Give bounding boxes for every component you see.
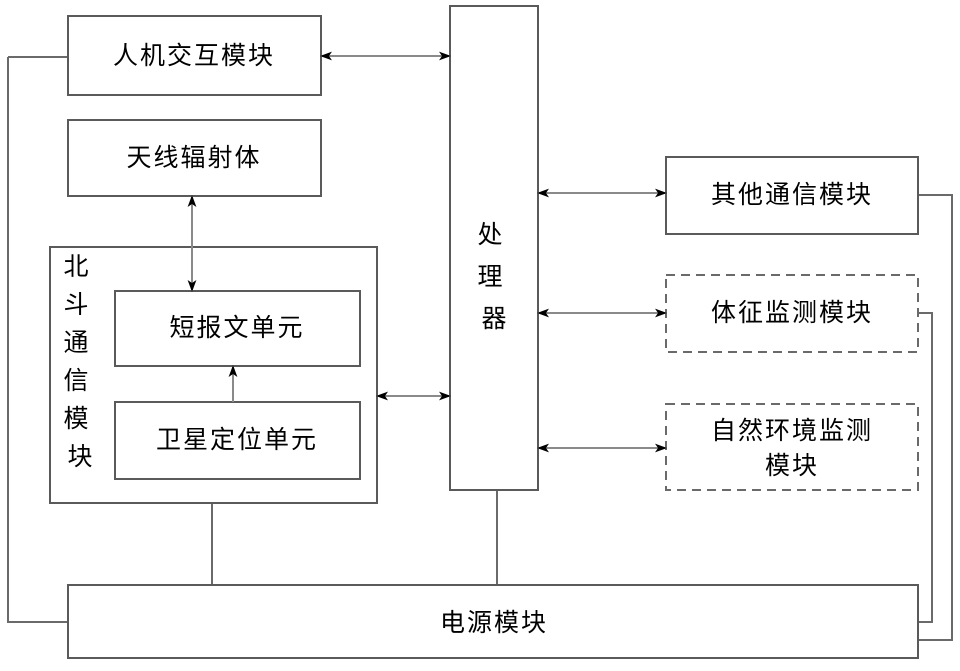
label-satellite-positioning-unit: 卫星定位单元: [156, 425, 318, 454]
block-human-machine-interaction[interactable]: [67, 15, 322, 96]
block-other-communication-module[interactable]: [665, 156, 919, 235]
block-short-message-unit[interactable]: [114, 290, 361, 367]
power-rail-left: [7, 57, 68, 623]
processor-char-0: 处: [478, 220, 503, 249]
beidou-char-5: 块: [67, 442, 92, 471]
beidou-char-4: 模: [64, 404, 89, 433]
block-processor[interactable]: [449, 5, 539, 491]
beidou-char-0: 北: [64, 252, 89, 281]
label-power-module: 电源模块: [440, 608, 548, 637]
label-environment-monitoring-module-line2: 模块: [765, 451, 819, 480]
label-environment-monitoring-module-line1: 自然环境监测: [711, 416, 873, 445]
label-short-message-unit: 短报文单元: [169, 313, 304, 342]
label-vital-signs-monitoring-module: 体征监测模块: [711, 298, 873, 327]
block-antenna-radiator[interactable]: [67, 119, 322, 197]
block-environment-monitoring-module[interactable]: [665, 403, 919, 491]
label-processor: 处 理 器: [478, 220, 511, 333]
processor-char-2: 器: [481, 304, 506, 333]
beidou-char-2: 通: [64, 328, 89, 357]
label-other-communication-module: 其他通信模块: [711, 180, 873, 209]
beidou-char-3: 信: [64, 366, 89, 395]
block-satellite-positioning-unit[interactable]: [114, 401, 361, 480]
block-vital-signs-monitoring-module[interactable]: [665, 274, 919, 353]
label-human-machine-interaction: 人机交互模块: [113, 41, 275, 70]
label-antenna-radiator: 天线辐射体: [126, 143, 261, 172]
beidou-char-1: 斗: [64, 290, 89, 319]
processor-char-1: 理: [478, 262, 503, 291]
label-beidou-communication-module: 北 斗 通 信 模 块: [64, 252, 97, 471]
block-power-module[interactable]: [67, 584, 919, 659]
